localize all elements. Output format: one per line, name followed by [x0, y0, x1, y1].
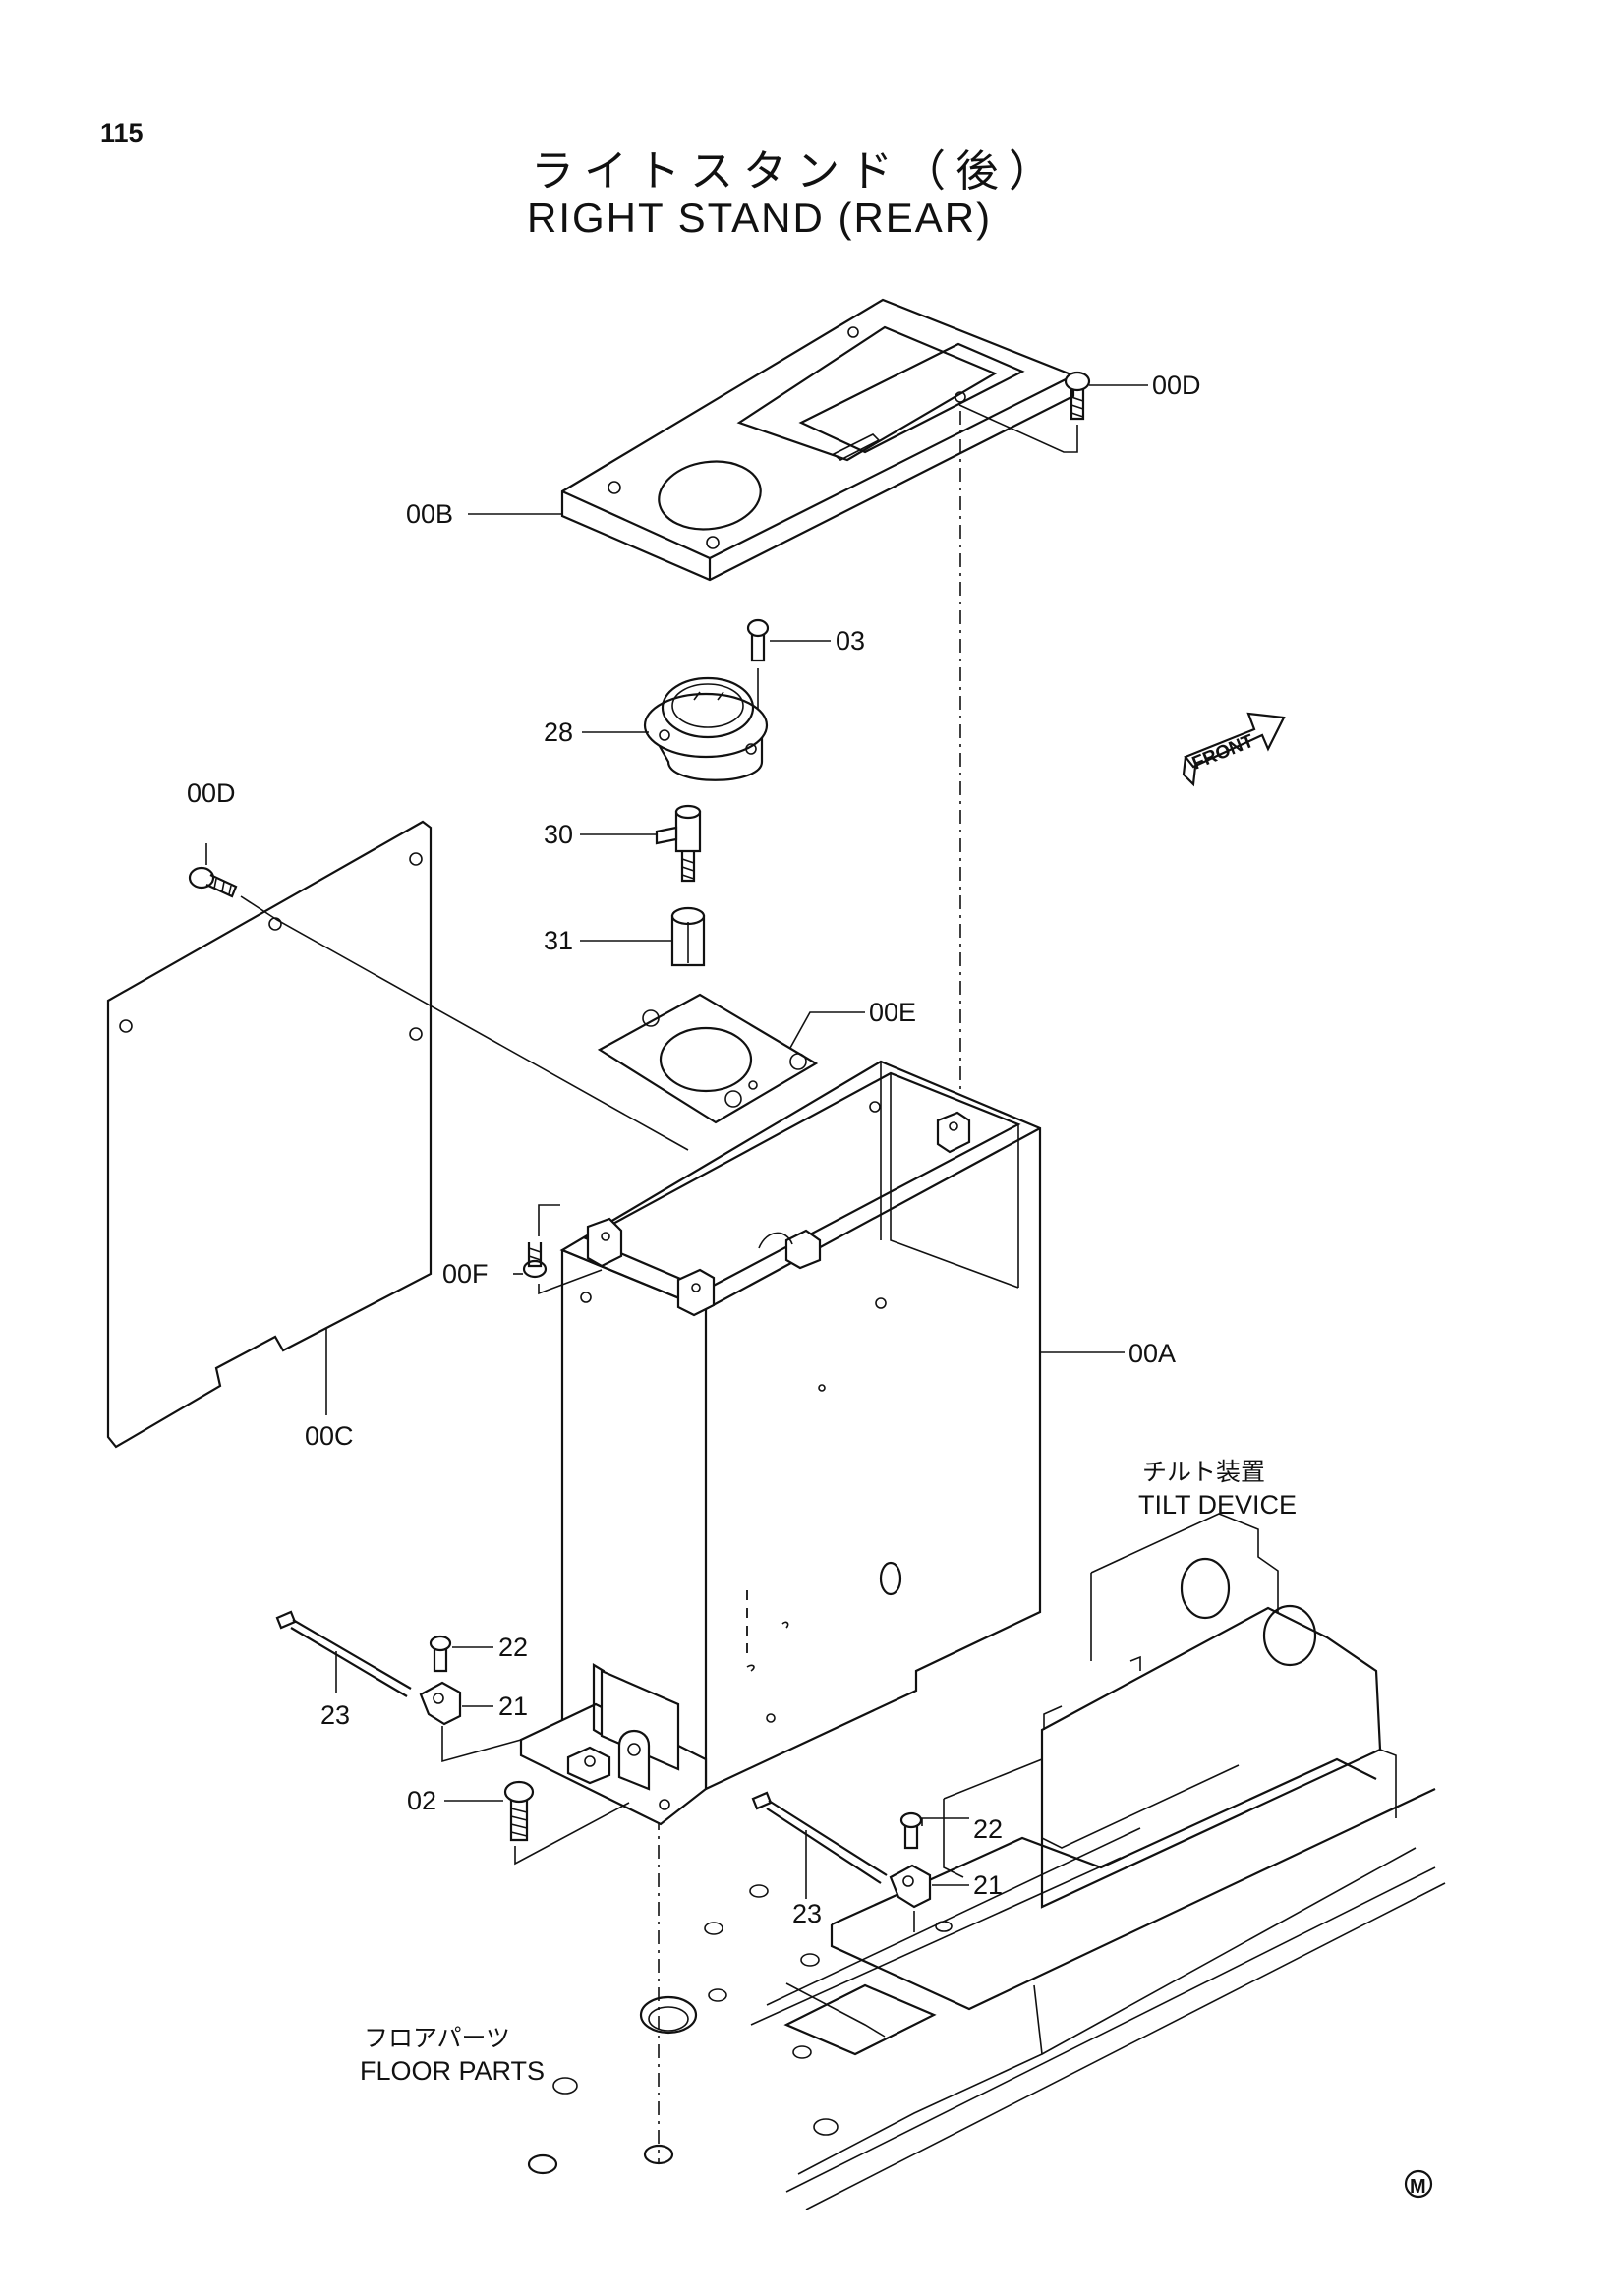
callout-00c: 00C — [305, 1421, 354, 1451]
callout-22-right: 22 — [973, 1814, 1003, 1844]
callout-02: 02 — [407, 1786, 436, 1815]
clamp-21-left — [419, 1681, 522, 1763]
page-title-japanese: ライトスタンド（後） — [531, 146, 1062, 197]
front-label: FRONT — [1189, 731, 1257, 775]
tilt-device — [830, 1513, 1436, 2011]
callout-22-left: 22 — [498, 1633, 528, 1662]
bolt-00d-left — [188, 843, 689, 1151]
top-cover-plate — [560, 298, 1075, 582]
bolt-02 — [444, 1780, 630, 1866]
callout-00d-left: 00D — [187, 778, 236, 808]
m-mark: M — [1404, 2169, 1433, 2199]
hex-coupling-31 — [580, 906, 706, 967]
gauge-28 — [582, 676, 769, 781]
floor-parts-label-japanese: フロアパーツ — [364, 2024, 510, 2052]
callout-28: 28 — [544, 718, 573, 747]
callout-00b: 00B — [406, 499, 453, 529]
fitting-30 — [580, 804, 702, 883]
callout-00e: 00E — [869, 998, 916, 1027]
callout-00a: 00A — [1128, 1339, 1176, 1368]
page-number: 115 — [100, 118, 144, 147]
tilt-device-label-japanese: チルト装置 — [1142, 1458, 1265, 1486]
screw-22-right — [899, 1811, 969, 1850]
bolt-00f — [513, 1204, 603, 1295]
side-panel-00c — [106, 820, 433, 1449]
floor-parts-label-english: FLOOR PARTS — [360, 2056, 545, 2086]
mount-plate-00e — [597, 993, 865, 1124]
cable-tie-23-left — [275, 1610, 412, 1697]
screw-22-left — [429, 1635, 493, 1673]
clamp-21-right — [889, 1864, 969, 1932]
stand-box-00a — [519, 1060, 1125, 1826]
callout-21-left: 21 — [498, 1692, 528, 1721]
cable-tie-23-right — [751, 1791, 888, 1899]
callout-23-right: 23 — [792, 1899, 822, 1928]
floor-parts — [527, 1827, 1446, 2210]
page-title-english: RIGHT STAND (REAR) — [527, 195, 993, 241]
m-mark-letter: M — [1410, 2176, 1426, 2198]
callout-30: 30 — [544, 820, 573, 849]
tilt-device-label-english: TILT DEVICE — [1138, 1490, 1297, 1520]
callout-31: 31 — [544, 926, 573, 955]
callout-00f: 00F — [442, 1259, 489, 1289]
front-direction-arrow: FRONT — [1182, 712, 1286, 787]
bolt-00d-top — [958, 371, 1148, 453]
callout-00d-top: 00D — [1152, 371, 1201, 400]
callout-03: 03 — [836, 626, 865, 656]
callout-23-left: 23 — [320, 1700, 350, 1730]
